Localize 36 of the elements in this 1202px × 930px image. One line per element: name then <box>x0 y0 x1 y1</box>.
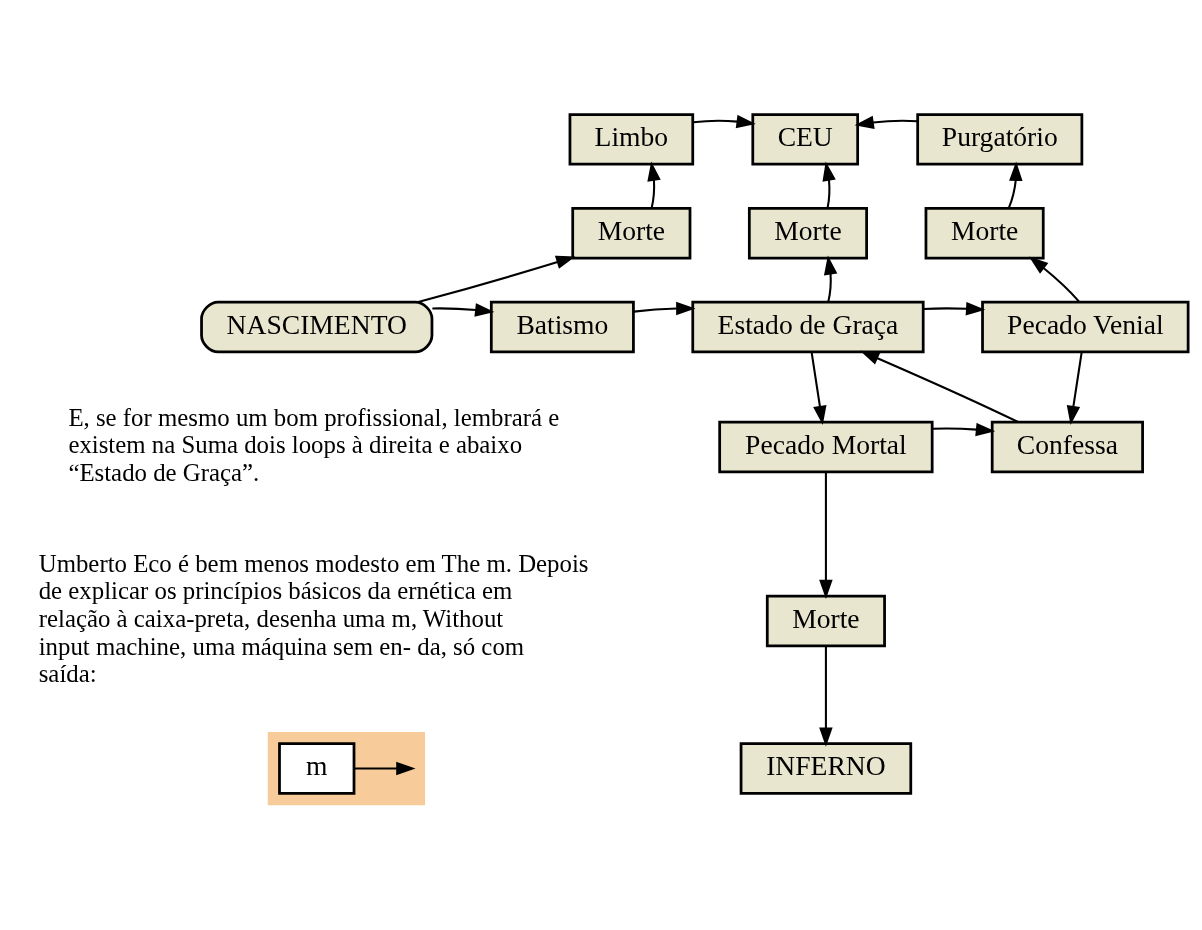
arrow <box>819 646 833 747</box>
cluster <box>267 732 426 806</box>
arrow <box>432 303 495 317</box>
arrow <box>860 350 1019 424</box>
arrow <box>354 761 416 776</box>
arrow <box>822 161 836 208</box>
node-box: m <box>278 742 356 795</box>
arrow <box>1028 256 1080 303</box>
arrow <box>819 472 833 600</box>
arrow <box>417 255 576 304</box>
node-box: Estado de Graça <box>691 300 925 354</box>
node-box: NASCIMENTO <box>200 300 434 354</box>
node-box: Limbo <box>568 113 695 166</box>
node-box: Pecado Venial <box>981 300 1190 354</box>
node-box: Morte <box>747 206 868 260</box>
node-box: Morte <box>924 206 1045 260</box>
arrow <box>1008 161 1023 209</box>
label: Umberto Eco é bem menos modesto em The m. Depois de explicar os princípios básicos da ernética em relação à caixa-preta, desenha uma m, Without input machine, uma máquina sem en- da, só com saída: <box>38 549 589 688</box>
arrow <box>923 301 986 316</box>
arrow <box>854 115 918 130</box>
arrow <box>1066 351 1083 426</box>
arrow <box>647 161 661 208</box>
node-box: CEU <box>751 113 860 166</box>
label: E, se for mesmo um bom profissional, lembrará e existem na Suma dois loops à direita e abaixo “Estado de Graça”. <box>68 403 560 486</box>
node-box: Confessa <box>990 420 1144 474</box>
arrow <box>823 255 838 302</box>
node-box: Pecado Mortal <box>718 420 934 474</box>
node-box: Batismo <box>489 300 635 354</box>
arrow <box>810 351 827 426</box>
arrow <box>693 114 756 129</box>
node-box: Morte <box>765 594 886 648</box>
arrow <box>633 301 696 316</box>
arrow <box>932 422 996 437</box>
node-box: Purgatório <box>916 113 1084 166</box>
node-box: Morte <box>571 206 692 260</box>
node-box: INFERNO <box>739 742 913 795</box>
